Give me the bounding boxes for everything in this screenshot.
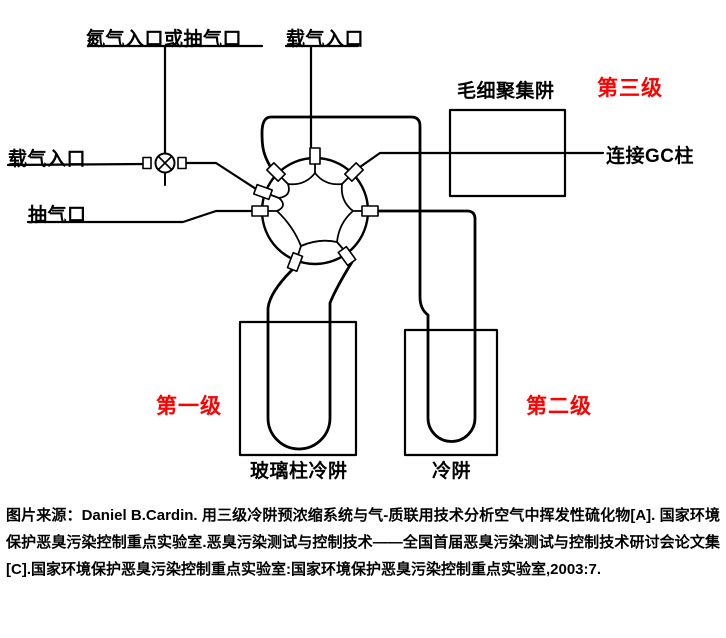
label-capillary-trap: 毛细聚集阱 bbox=[457, 81, 555, 102]
gc-column-line bbox=[358, 151, 605, 169]
pump-port-line bbox=[26, 209, 254, 224]
label-cold-trap: 冷阱 bbox=[432, 461, 472, 482]
label-stage-1: 第一级 bbox=[156, 395, 222, 418]
tee-right-fitting bbox=[177, 156, 187, 170]
rotary-valve bbox=[251, 147, 379, 273]
label-gc-column: 连接GC柱 bbox=[606, 146, 695, 167]
tee-cross-mark bbox=[158, 156, 172, 170]
cold-trap-tube bbox=[260, 115, 477, 443]
label-stage-3: 第三级 bbox=[597, 77, 663, 100]
schematic-linework bbox=[6, 44, 605, 457]
valve-port-ticks bbox=[267, 163, 363, 256]
valve-port-e bbox=[361, 205, 379, 217]
valve-port-sse bbox=[337, 245, 357, 267]
valve-port-w bbox=[251, 205, 269, 217]
nitrogen-inlet-line bbox=[86, 44, 264, 156]
image-source-caption: 图片来源：Daniel B.Cardin. 用三级冷阱预浓缩系统与气-质联用技术… bbox=[6, 507, 720, 578]
tee-left-fitting bbox=[142, 156, 152, 170]
valve-port-fittings bbox=[251, 147, 379, 273]
carrier-left-line bbox=[6, 162, 147, 167]
label-nitrogen-inlet: 氮气入口或抽气口 bbox=[86, 29, 243, 50]
label-pump-port: 抽气口 bbox=[28, 205, 87, 226]
label-carrier-left: 载气入口 bbox=[8, 149, 87, 170]
valve-port-ssw bbox=[286, 251, 304, 273]
label-glass-trap: 玻璃柱冷阱 bbox=[250, 461, 348, 482]
label-carrier-top: 载气入口 bbox=[286, 29, 365, 50]
glass-trap-box bbox=[238, 320, 358, 457]
glass-trap-tube bbox=[266, 260, 354, 451]
tee-valve bbox=[142, 152, 187, 186]
valve-port-ne bbox=[344, 162, 364, 182]
label-stage-2: 第二级 bbox=[526, 395, 592, 418]
valve-port-n bbox=[309, 147, 321, 165]
valve-port-nw bbox=[266, 162, 286, 182]
cold-trap-box bbox=[403, 328, 499, 457]
carrier-top-line bbox=[284, 44, 360, 152]
tee-to-valve-line bbox=[184, 161, 258, 191]
valve-port-wnw bbox=[252, 183, 274, 201]
